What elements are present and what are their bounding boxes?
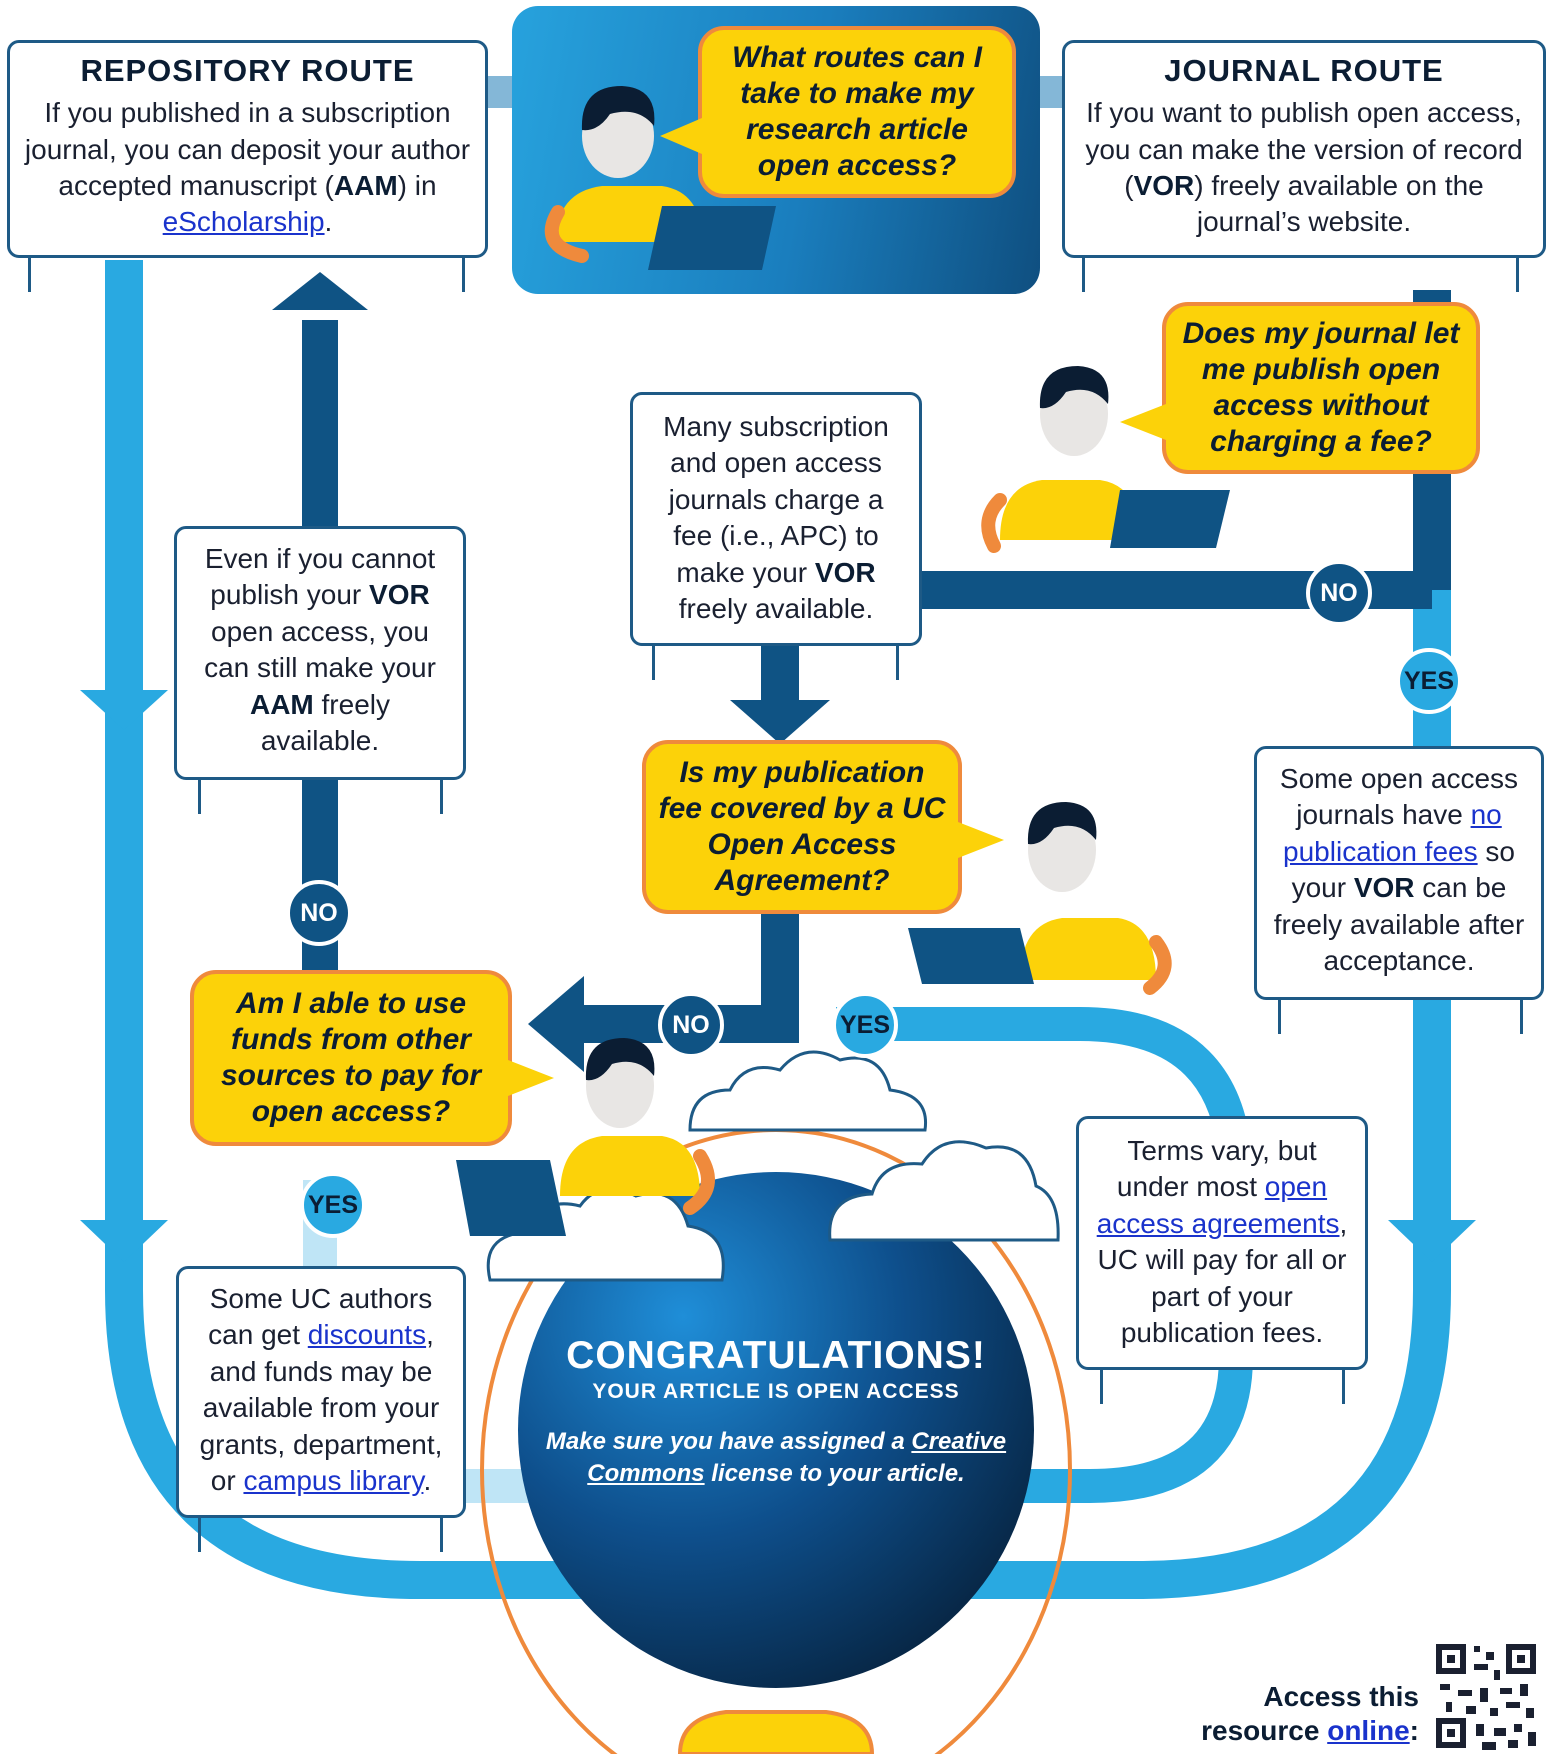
repository-route-box: REPOSITORY ROUTE If you published in a s… bbox=[7, 40, 488, 258]
box-leg bbox=[1342, 1370, 1345, 1404]
escholarship-link[interactable]: eScholarship bbox=[162, 206, 325, 238]
bubble-tail bbox=[958, 822, 1004, 858]
person-2 bbox=[981, 366, 1230, 553]
campus-library-link[interactable]: campus library bbox=[243, 1464, 424, 1496]
congratulations-block: CONGRATULATIONS! YOUR ARTICLE IS OPEN AC… bbox=[526, 1334, 1026, 1491]
creative-commons-note: Make sure you have assigned a Creative C… bbox=[545, 1428, 1007, 1488]
congratulations-title: CONGRATULATIONS! bbox=[566, 1334, 986, 1377]
agreement-no-badge: NO bbox=[658, 992, 724, 1058]
vor-abbr: VOR bbox=[814, 556, 876, 588]
online-link[interactable]: online bbox=[1327, 1715, 1410, 1747]
apc-info-box: Many subscription and open access journa… bbox=[630, 392, 922, 646]
box-leg bbox=[440, 780, 443, 814]
arrow-head-up-repository bbox=[272, 272, 368, 310]
globe bbox=[518, 1172, 1034, 1688]
bubble-tail bbox=[508, 1060, 554, 1096]
discounts-link[interactable]: discounts bbox=[307, 1319, 427, 1351]
qr-code bbox=[1432, 1640, 1540, 1754]
person-3 bbox=[908, 802, 1172, 995]
other-funds-yes-badge: YES bbox=[300, 1172, 366, 1238]
agreements-info-box: Terms vary, but under most open access a… bbox=[1076, 1116, 1368, 1370]
journal-route-box: JOURNAL ROUTE If you want to publish ope… bbox=[1062, 40, 1546, 258]
question-agreement-bubble: Is my publication fee covered by a UC Op… bbox=[642, 740, 962, 914]
arrow-head-left-2 bbox=[80, 1220, 168, 1262]
discounts-info-box: Some UC authors can get discounts, and f… bbox=[176, 1266, 466, 1518]
box-leg bbox=[1082, 258, 1085, 292]
aam-abbr: AAM bbox=[333, 170, 398, 202]
no-fee-yes-badge: YES bbox=[1396, 648, 1462, 714]
box-leg bbox=[1100, 1370, 1103, 1404]
box-leg bbox=[462, 258, 465, 292]
bubble-tail bbox=[1120, 404, 1166, 440]
journal-path bbox=[900, 560, 1451, 1599]
person-4 bbox=[456, 1038, 715, 1236]
box-leg bbox=[440, 1518, 443, 1552]
box-leg bbox=[1516, 258, 1519, 292]
access-online-text: Access this resource online: bbox=[1201, 1681, 1419, 1747]
aam-info-box: Even if you cannot publish your VOR open… bbox=[174, 526, 466, 780]
vor-abbr: VOR bbox=[1133, 170, 1195, 202]
vor-abbr: VOR bbox=[1353, 872, 1415, 904]
box-leg bbox=[198, 780, 201, 814]
agreement-yes-badge: YES bbox=[832, 992, 898, 1058]
arrow-head-right-1 bbox=[1388, 1220, 1476, 1262]
no-fee-info-box: Some open access journals have no public… bbox=[1254, 746, 1544, 1000]
bubble-tail bbox=[660, 118, 702, 154]
arrow-head-apc-down bbox=[730, 700, 830, 744]
repository-route-text: If you published in a subscription journ… bbox=[24, 97, 471, 238]
creative-commons-link[interactable]: Creative Commons bbox=[587, 1428, 1007, 1488]
congratulations-subtitle: YOUR ARTICLE IS OPEN ACCESS bbox=[592, 1380, 960, 1403]
hero-person bbox=[544, 86, 776, 270]
box-leg bbox=[652, 646, 655, 680]
repository-route-heading: REPOSITORY ROUTE bbox=[80, 53, 415, 88]
no-publication-fees-link[interactable]: no publication fees bbox=[1283, 799, 1502, 867]
question-no-fee-bubble: Does my journal let me publish open acce… bbox=[1162, 302, 1480, 474]
box-leg bbox=[896, 646, 899, 680]
box-leg bbox=[1278, 1000, 1281, 1034]
vor-abbr: VOR bbox=[369, 579, 430, 611]
arrow-head-agreement-no bbox=[528, 976, 584, 1072]
question-routes-bubble: What routes can I take to make my resear… bbox=[698, 26, 1016, 198]
no-fee-no-badge: NO bbox=[1306, 560, 1372, 626]
box-leg bbox=[198, 1518, 201, 1552]
box-leg bbox=[1520, 1000, 1523, 1034]
open-access-agreements-link[interactable]: open access agreements bbox=[1096, 1171, 1340, 1239]
globe-stand bbox=[677, 1710, 875, 1754]
box-leg bbox=[28, 258, 31, 292]
question-other-funds-bubble: Am I able to use funds from other source… bbox=[190, 970, 512, 1146]
journal-route-text: If you want to publish open access, you … bbox=[1085, 97, 1523, 238]
journal-route-heading: JOURNAL ROUTE bbox=[1164, 53, 1444, 88]
agreement-no-path bbox=[580, 900, 799, 1043]
arrow-head-left-1 bbox=[80, 690, 168, 730]
aam-abbr: AAM bbox=[249, 688, 314, 720]
other-funds-no-badge: NO bbox=[286, 880, 352, 946]
